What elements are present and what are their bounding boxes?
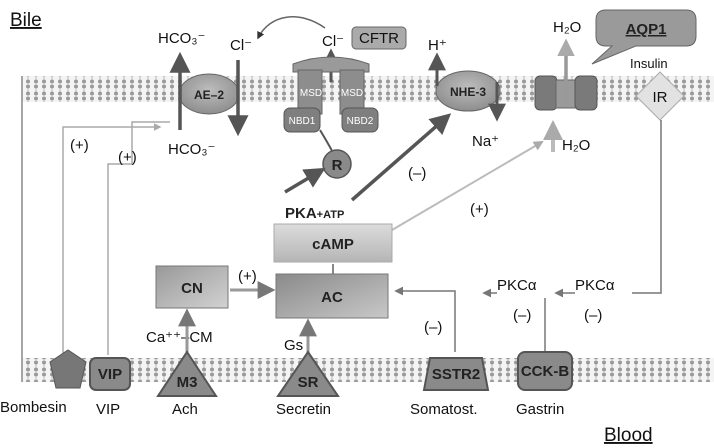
cckb-receptor — [517, 351, 573, 391]
cn-label: CN — [181, 280, 203, 297]
pka-nhe3-arrow — [350, 113, 452, 202]
minus-nhe: (–) — [408, 165, 426, 182]
aqp1-label: AQP1 — [626, 21, 667, 38]
m3-receptor — [156, 350, 218, 397]
minus-pkc: (–) — [584, 307, 602, 324]
insulin-label: Insulin — [630, 56, 668, 71]
r-domain — [322, 149, 352, 179]
cl-recycle-arrow — [257, 16, 326, 40]
plus-cn: (+) — [238, 268, 257, 285]
bombesin-receptor — [49, 349, 87, 389]
sstr2-receptor — [422, 357, 490, 391]
atp-text: +ATP — [317, 209, 345, 221]
blood-label: Blood — [604, 425, 653, 446]
nbd1-label: NBD1 — [289, 116, 316, 127]
hco3-bottom: HCO₃⁻ — [168, 141, 215, 158]
plus-left1: (+) — [70, 137, 89, 154]
nhe3-exchanger — [435, 70, 501, 112]
vip-receptor — [89, 357, 131, 391]
plus-left2: (+) — [118, 149, 137, 166]
m3-box-label: M3 — [177, 374, 198, 391]
gs-label: Gs — [284, 337, 303, 354]
aqp1-callout — [591, 9, 697, 65]
cl-left: Cl⁻ — [230, 37, 252, 54]
apical-membrane — [22, 76, 714, 102]
cl-right: Cl⁻ — [322, 33, 344, 50]
minus-cck: (–) — [513, 307, 531, 324]
bombesin-line — [62, 123, 162, 355]
ir-receptor — [635, 71, 685, 121]
msd2-label: MSD — [341, 88, 363, 99]
cckb-box-label: CCK-B — [521, 363, 569, 380]
vip-label: VIP — [96, 401, 120, 418]
camp-aqp1-arrow — [391, 140, 544, 231]
pka-r-arrow — [284, 167, 326, 194]
vip-line — [107, 121, 170, 355]
sstr2-label: Somatost. — [410, 401, 478, 418]
ca-cm-label: Ca⁺⁺–CM — [146, 329, 213, 346]
cckb-label: Gastrin — [516, 401, 564, 418]
ir-pkc-line — [632, 120, 662, 294]
h2o-top: H₂O — [553, 19, 581, 36]
basolateral-membrane — [22, 358, 714, 382]
r-label: R — [332, 157, 343, 174]
ae2-label: AE–2 — [194, 88, 224, 102]
msd1-label: MSD — [300, 88, 322, 99]
plus-aqp: (+) — [470, 201, 489, 218]
ac-box — [275, 273, 389, 319]
cftr-channel — [283, 56, 379, 133]
hco3-top: HCO₃⁻ — [158, 30, 205, 47]
bombesin-label: Bombesin — [0, 399, 67, 416]
sstr2-ac-line — [394, 286, 456, 352]
sr-label: Secretin — [276, 401, 331, 418]
sr-receptor — [276, 350, 340, 397]
h2o-mid: H₂O — [562, 137, 590, 154]
pka-text: PKA — [285, 205, 317, 222]
ir-label: IR — [653, 89, 668, 106]
sr-box-label: SR — [298, 374, 319, 391]
pkc-right: PKCα — [575, 277, 615, 294]
cftr-label: CFTR — [359, 30, 399, 47]
pkc-left: PKCα — [497, 277, 537, 294]
cn-box — [155, 265, 229, 309]
sstr2-box-label: SSTR2 — [432, 366, 480, 383]
vip-box-label: VIP — [98, 366, 122, 383]
ac-label: AC — [321, 289, 343, 306]
na-plus: Na⁺ — [472, 133, 499, 150]
nbd2-label: NBD2 — [347, 116, 374, 127]
camp-label: cAMP — [312, 236, 354, 253]
minus-sstr: (–) — [424, 319, 442, 336]
camp-box — [273, 223, 393, 263]
h-plus: H⁺ — [428, 37, 447, 54]
m3-label: Ach — [172, 401, 198, 418]
bile-label: Bile — [10, 10, 42, 31]
cftr-tag — [351, 26, 407, 50]
pka-label: PKA+ATP — [285, 205, 344, 222]
nhe3-label: NHE-3 — [450, 85, 486, 99]
